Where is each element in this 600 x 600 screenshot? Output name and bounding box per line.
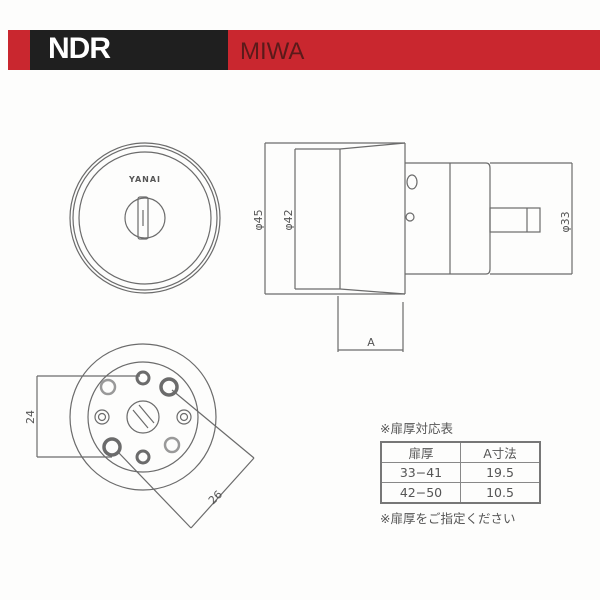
door-thickness-table: ※扉厚対応表 扉厚 A寸法 33−41 19.5 42−50 10.5 ※扉厚を… xyxy=(380,418,541,527)
model-name: NDR xyxy=(48,32,111,65)
table-cell: 10.5 xyxy=(460,482,541,504)
dim-outer-dia: φ45 xyxy=(252,209,265,230)
header-model-block xyxy=(30,30,228,70)
brand-name: MIWA xyxy=(240,38,305,65)
table-header: A寸法 xyxy=(460,441,541,463)
table-header-row: 扉厚 A寸法 xyxy=(380,441,541,463)
table-note: ※扉厚をご指定ください xyxy=(380,511,516,526)
dim-hole-spacing-diag: 26 xyxy=(206,488,225,507)
dim-inner-dia: φ42 xyxy=(282,209,295,230)
front-view: YANAI φ45 xyxy=(69,142,266,294)
keyhole-turn xyxy=(124,197,166,239)
table-caption: ※扉厚対応表 xyxy=(380,421,453,436)
dim-hole-spacing-v: 24 xyxy=(24,410,37,424)
back-view: 24 26 xyxy=(24,343,255,529)
dim-cylinder-dia: φ33 xyxy=(559,211,572,232)
header-bar: NDR MIWA xyxy=(8,30,600,70)
table-row: 42−50 10.5 xyxy=(380,482,541,504)
table-header: 扉厚 xyxy=(380,441,461,463)
table-cell: 19.5 xyxy=(460,462,541,483)
table-row: 33−41 19.5 xyxy=(380,462,541,483)
side-view: φ42 φ33 A xyxy=(265,142,573,352)
logo-text: YANAI xyxy=(128,175,161,184)
dim-a: A xyxy=(367,336,375,349)
table-cell: 33−41 xyxy=(380,462,461,483)
table-cell: 42−50 xyxy=(380,482,461,504)
